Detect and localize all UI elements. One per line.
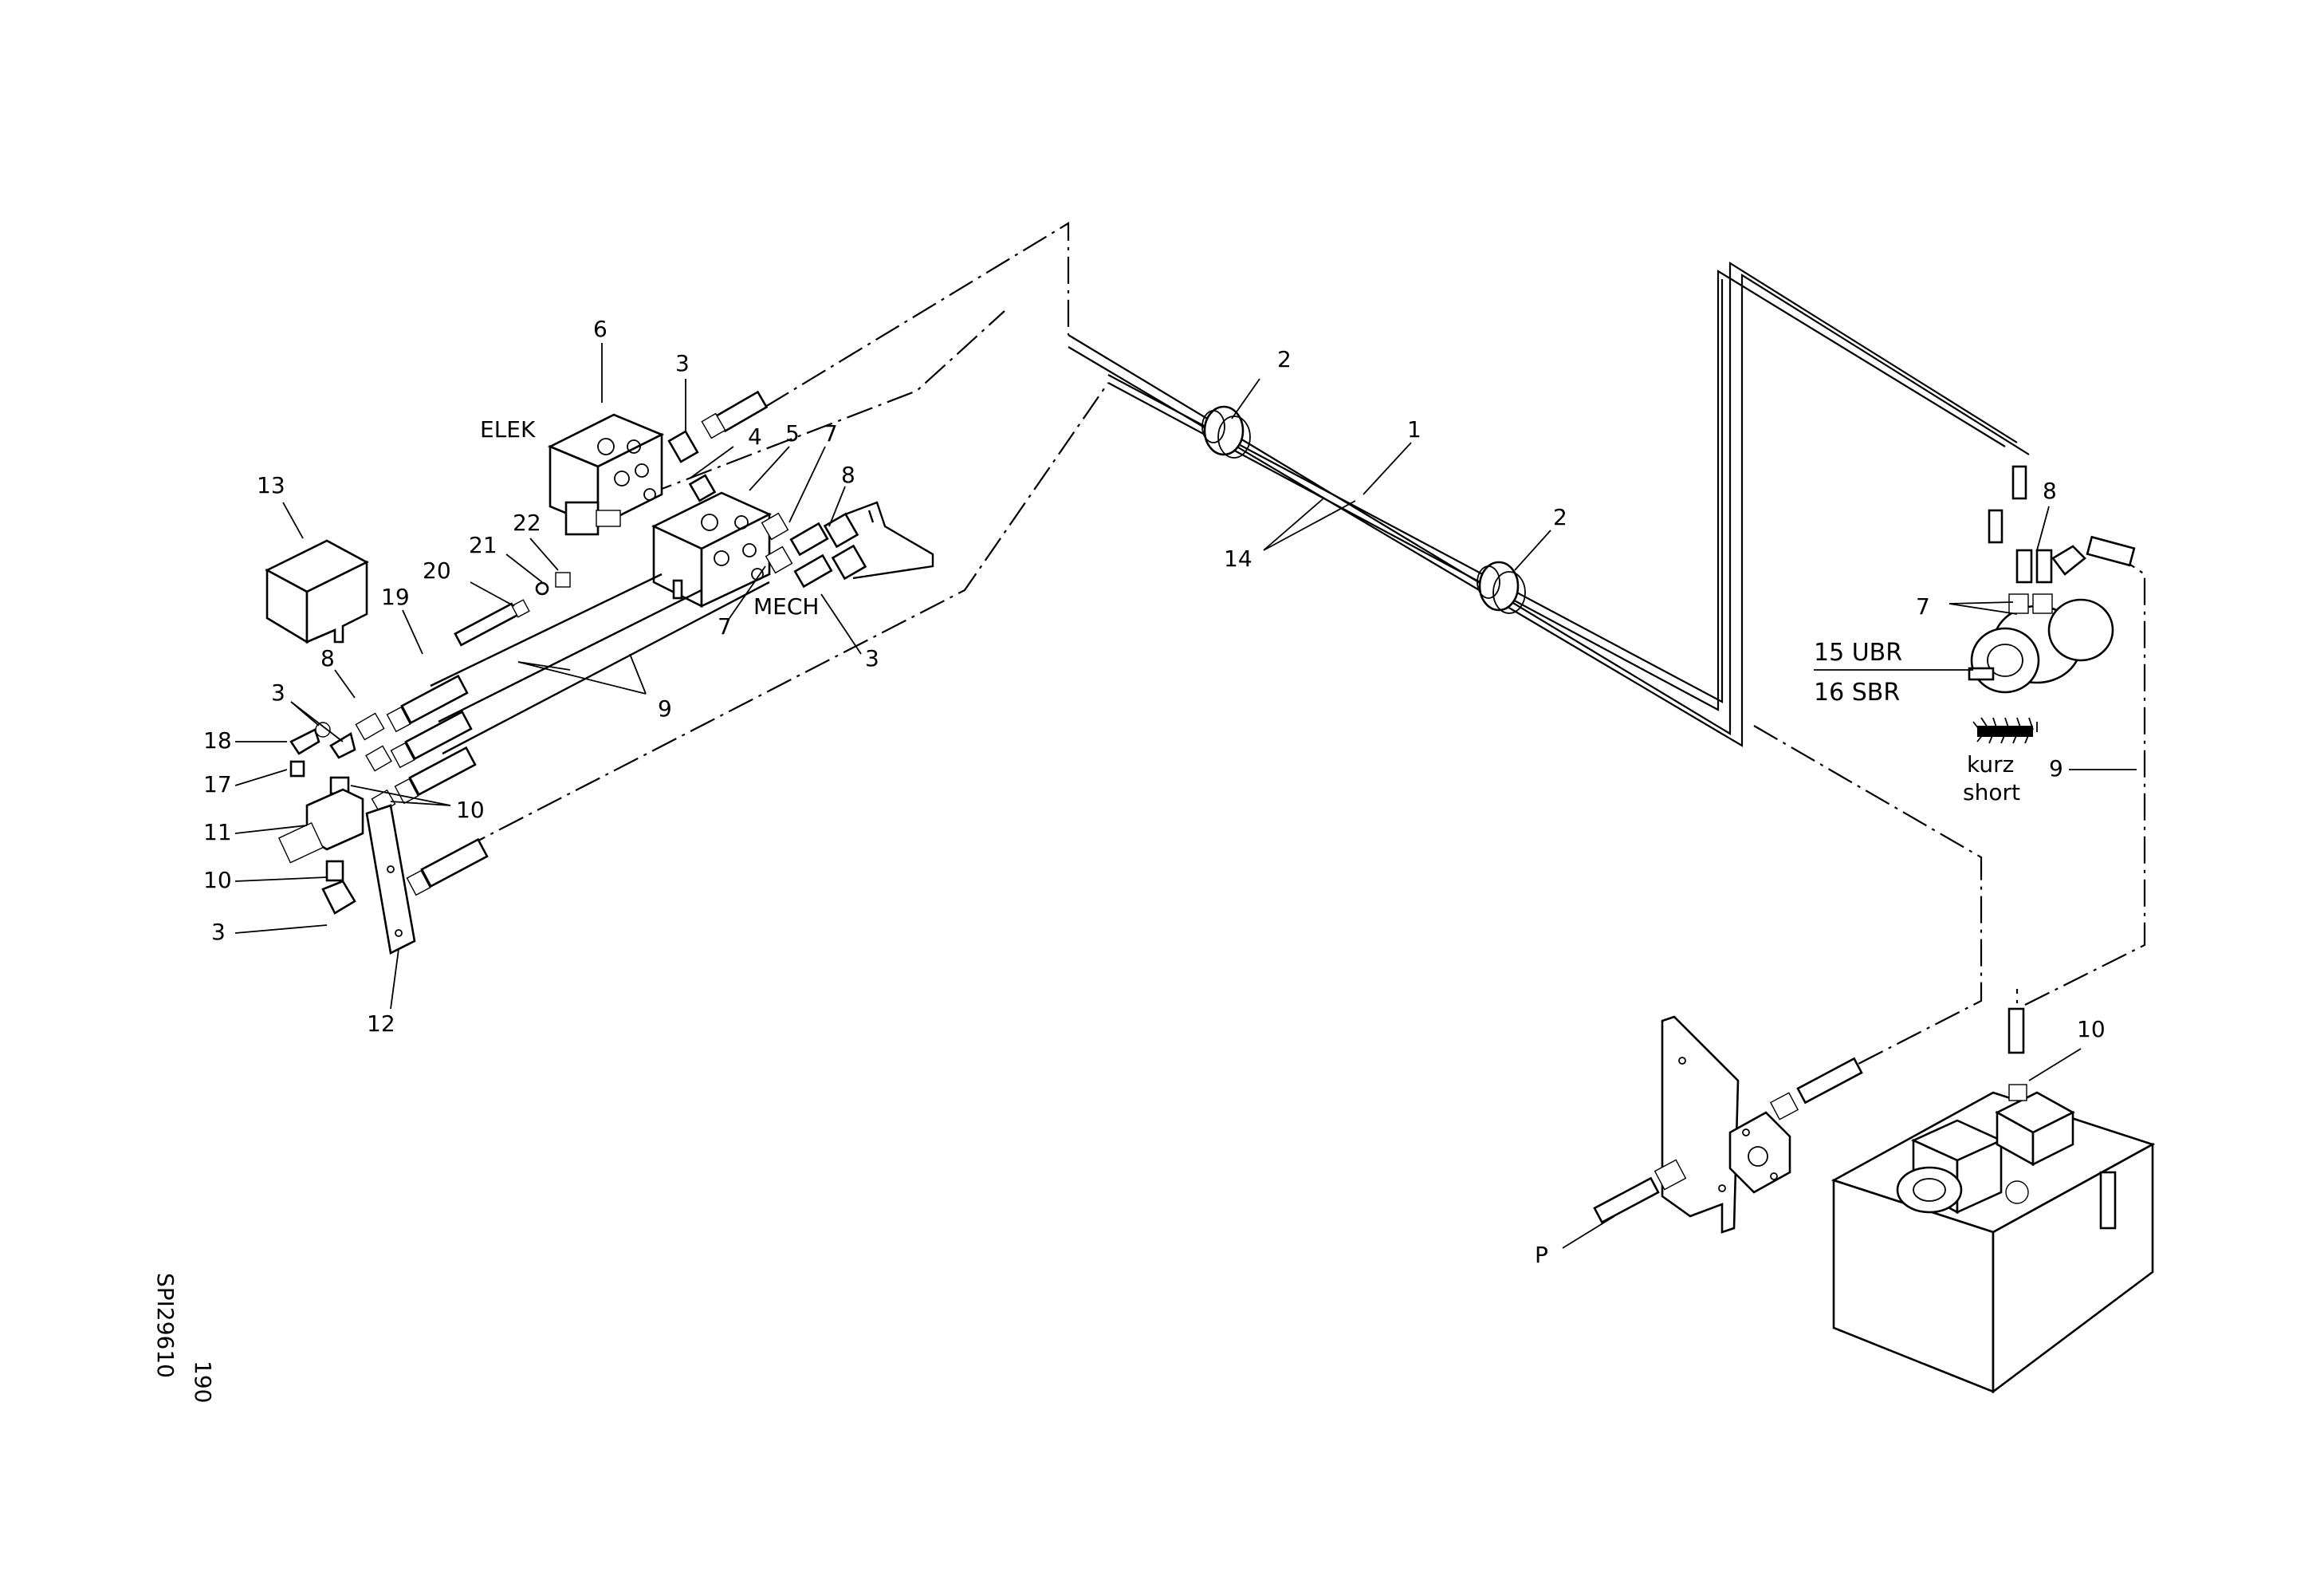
label-11: 11 [203, 819, 232, 845]
label-7-mid: 7 [718, 613, 732, 640]
hoses-left [386, 573, 770, 896]
label-3-top: 3 [675, 350, 690, 376]
label-3-left: 3 [271, 679, 285, 706]
hose-top [701, 390, 769, 439]
label-8-left: 8 [320, 645, 335, 671]
bulkhead-plate [1593, 1015, 1863, 1234]
valve-block-mech [651, 491, 773, 608]
label-7-right: 7 [1916, 593, 1930, 620]
label-20: 20 [423, 557, 451, 584]
label-2-upper: 2 [1277, 346, 1292, 372]
label-4: 4 [748, 423, 762, 450]
label-22: 22 [513, 510, 541, 536]
label-21: 21 [469, 532, 497, 558]
bracket [365, 804, 416, 955]
label-6: 6 [593, 316, 608, 342]
label-3-bottom: 3 [211, 919, 226, 945]
label-17: 17 [203, 771, 232, 798]
callouts: 1 2 2 14 6 ELEK 3 4 5 7 8 7 MECH 3 13 22… [203, 316, 2106, 1268]
restrictor-set [454, 572, 571, 647]
label-9-right: 9 [2049, 755, 2063, 782]
label-14: 14 [1224, 545, 1252, 572]
label-19: 19 [381, 584, 410, 610]
label-15-ubr: 15 UBR [1814, 639, 1902, 667]
valve-block-elek [547, 413, 665, 536]
drawing-id: SPI29610 190 [152, 1273, 216, 1403]
sheet-number: 190 [190, 1361, 216, 1403]
cover [265, 539, 369, 644]
label-p: P [1535, 1242, 1548, 1268]
label-3-mid: 3 [865, 645, 879, 671]
label-18: 18 [203, 727, 232, 754]
fitting-cluster [277, 712, 396, 915]
main-pipe [1068, 262, 2030, 747]
label-10-mid: 10 [456, 797, 485, 823]
label-elek: ELEK [480, 416, 536, 443]
label-10-left: 10 [203, 867, 232, 893]
label-8-right: 8 [2043, 478, 2057, 504]
label-1: 1 [1407, 416, 1422, 443]
label-mech: MECH [753, 593, 819, 620]
brush-icon [1972, 717, 2038, 744]
label-12: 12 [367, 1010, 395, 1037]
label-10-right: 10 [2077, 1016, 2106, 1042]
label-8-mid: 8 [841, 462, 855, 488]
leader-lines [234, 343, 2137, 1249]
label-16-sbr: 16 SBR [1814, 679, 1900, 707]
grommet-1 [1201, 405, 1251, 459]
label-7-top: 7 [824, 420, 838, 447]
label-kurz: kurz [1967, 751, 2014, 778]
label-9-left: 9 [658, 695, 672, 722]
motor [1968, 465, 2136, 694]
drawing-number: SPI29610 [152, 1273, 179, 1378]
label-13: 13 [257, 472, 285, 498]
pump [1896, 1007, 2075, 1215]
valve-fittings [667, 430, 934, 589]
label-5: 5 [785, 420, 800, 447]
grommet-2 [1477, 561, 1526, 614]
label-2-lower: 2 [1553, 504, 1567, 530]
label-short: short [1963, 779, 2020, 805]
